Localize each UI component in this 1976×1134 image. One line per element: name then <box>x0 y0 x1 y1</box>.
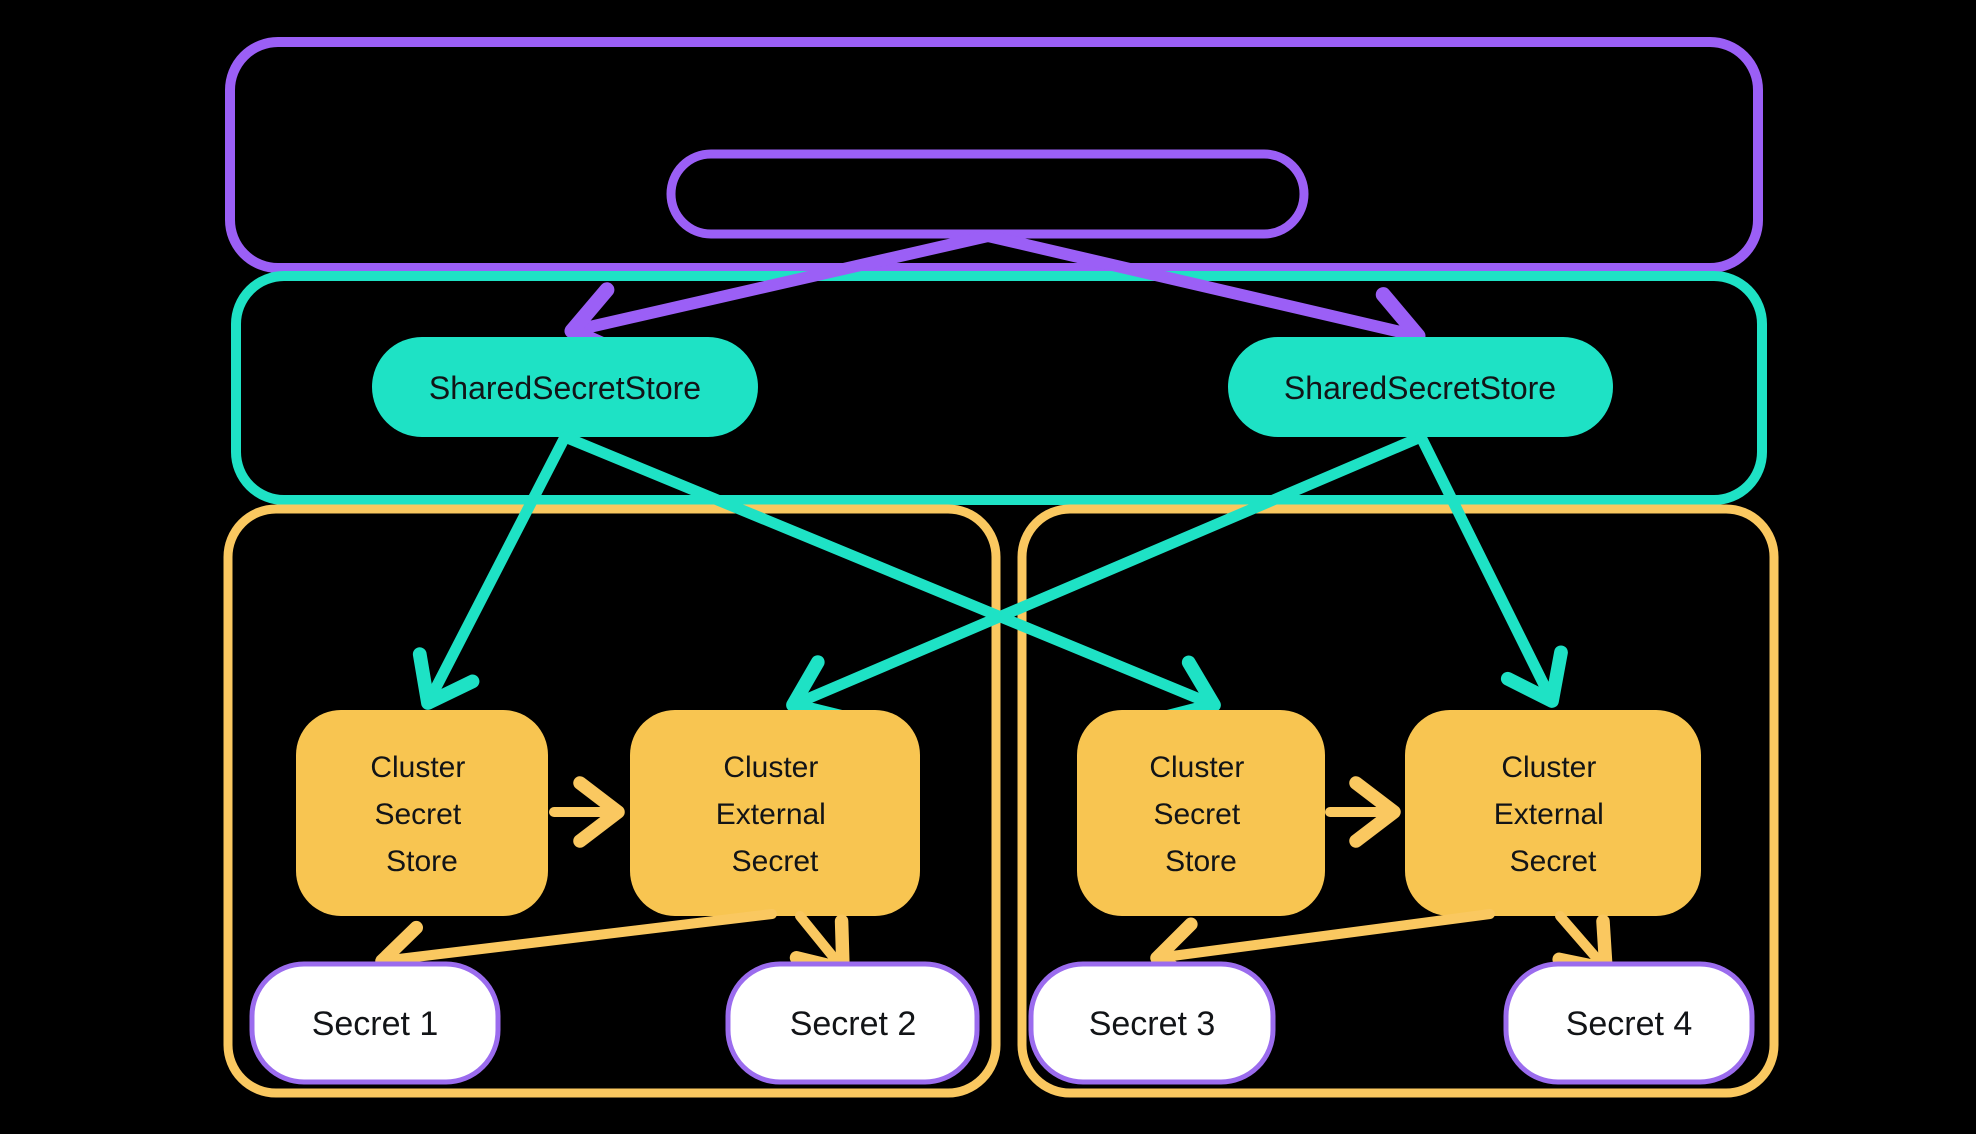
arrow-management-to-shared-right <box>982 230 1426 366</box>
arrow-shared-left-to-css-left <box>412 431 571 710</box>
arrow-management-to-shared-left <box>564 230 994 361</box>
secret-1-label: Secret 1 <box>312 1005 439 1043</box>
cluster-external-secret-label-right: Cluster External Secret <box>1494 751 1612 878</box>
shared-store-container-box <box>231 271 1767 505</box>
cluster-secret-store-label-right: Cluster Secret Store <box>1149 751 1252 878</box>
arrow-ces-right-to-secret-4 <box>1552 911 1613 976</box>
cluster-external-secret-box-right <box>1405 710 1701 916</box>
secret-1-pill <box>249 961 501 1085</box>
cluster-external-secret-box-left <box>630 710 920 916</box>
secret-2-pill <box>725 961 980 1085</box>
cluster-secret-store-label-left: Cluster Secret Store <box>370 751 473 878</box>
cluster-external-secret-label-left: Cluster External Secret <box>716 751 834 878</box>
secret-3-pill <box>1028 961 1276 1085</box>
cluster-secret-store-box-left <box>296 710 548 916</box>
arrow-ces-left-to-secret-2 <box>789 911 850 976</box>
management-container-box <box>225 37 1763 273</box>
secret-3-label: Secret 3 <box>1089 1005 1216 1043</box>
secret-4-pill <box>1503 961 1755 1085</box>
cluster-right-container-box <box>1017 504 1779 1098</box>
cluster-left-container-box <box>223 504 1001 1098</box>
shared-secret-store-label-right: SharedSecretStore <box>1284 370 1556 406</box>
arrow-shared-left-to-css-right <box>559 431 1221 725</box>
arrow-ces-left-to-secret-1 <box>375 909 777 992</box>
secret-4-label: Secret 4 <box>1566 1005 1693 1043</box>
shared-secret-store-pill-left <box>372 337 758 437</box>
shared-secret-store-label-left: SharedSecretStore <box>429 370 701 406</box>
cluster-secret-store-box-right <box>1077 710 1325 916</box>
shared-secret-store-pill-right <box>1228 337 1613 437</box>
arrow-shared-right-to-ces-left <box>786 431 1427 724</box>
secret-2-label: Secret 2 <box>790 1005 917 1043</box>
arrow-ces-right-to-secret-3 <box>1150 909 1495 989</box>
arrow-shared-right-to-ces-right <box>1415 431 1568 708</box>
